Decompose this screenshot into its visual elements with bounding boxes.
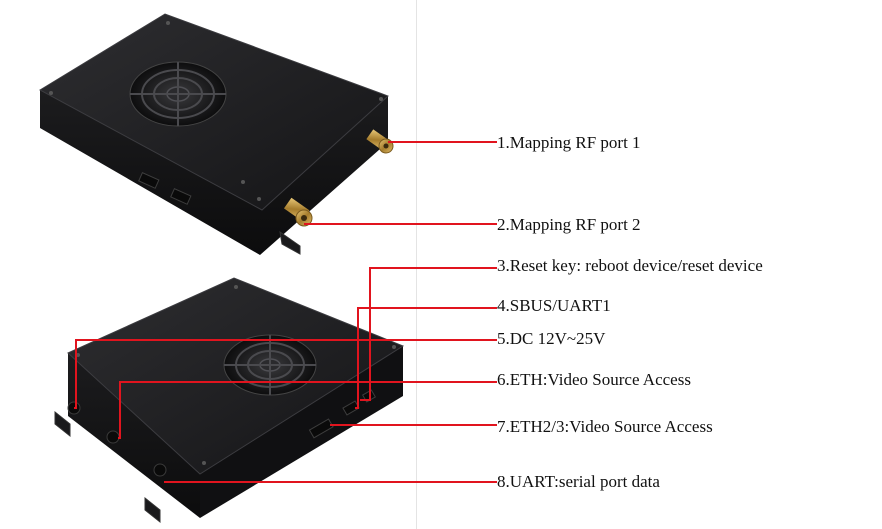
leader-line-5	[74, 339, 497, 409]
fan-icon	[129, 61, 227, 127]
callout-label-reset: 3.Reset key: reboot device/reset device	[497, 256, 763, 275]
leader-line-4	[355, 307, 497, 409]
device-top-view	[38, 13, 394, 255]
callout-label-rf1: 1.Mapping RF port 1	[497, 133, 641, 152]
callout-label-rf2: 2.Mapping RF port 2	[497, 215, 641, 234]
fan-icon	[223, 334, 317, 396]
callout-label-sbus: 4.SBUS/UART1	[497, 296, 611, 315]
callout-label-dc: 5.DC 12V~25V	[497, 329, 606, 348]
callout-label-eth: 6.ETH:Video Source Access	[497, 370, 691, 389]
leader-lines	[74, 141, 497, 483]
rf-connector-2-icon	[283, 197, 313, 227]
leader-line-6	[118, 381, 497, 439]
leader-line-3	[360, 267, 497, 401]
divider-line	[416, 0, 417, 529]
callout-label-eth23: 7.ETH2/3:Video Source Access	[497, 417, 713, 436]
device-bottom-view	[54, 277, 405, 524]
callout-label-uart: 8.UART:serial port data	[497, 472, 660, 491]
